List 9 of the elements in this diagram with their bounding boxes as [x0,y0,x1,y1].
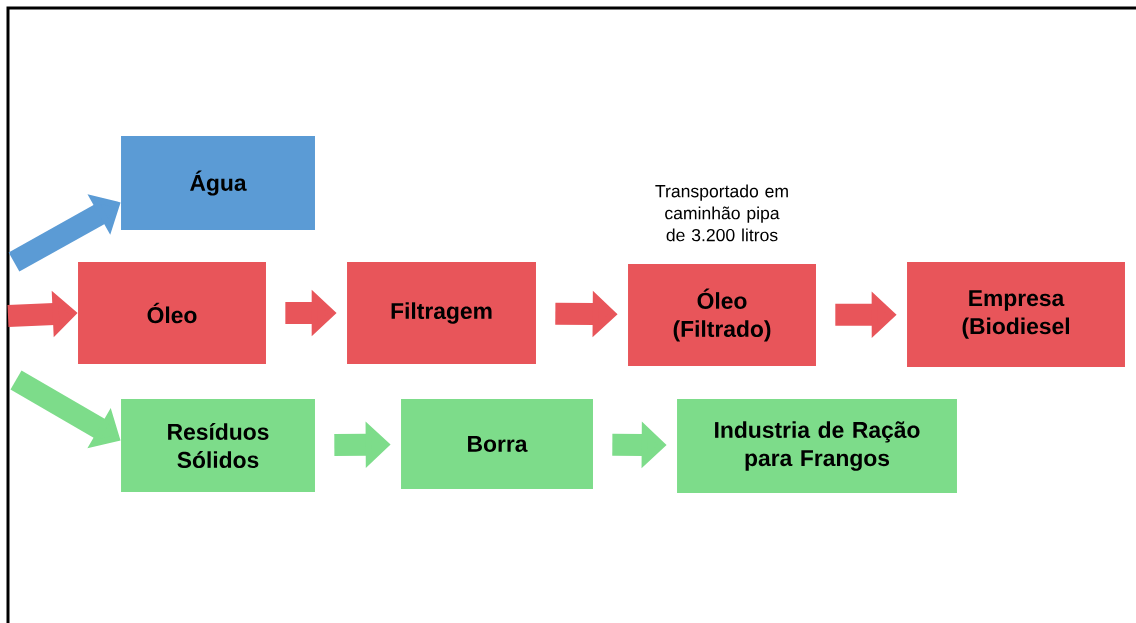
process-box: Filtragem [347,262,536,364]
process-box: Óleo [78,262,266,364]
process-box: Industria de Ração para Frangos [677,399,957,493]
process-box: Resíduos Sólidos [121,399,315,492]
note-text: Transportado em caminhão pipa de 3.200 litros [655,184,788,242]
process-box: Borra [401,399,593,489]
process-box: Empresa (Biodiesel [907,262,1125,367]
process-box: Óleo (Filtrado) [628,264,816,366]
process-box: Água [121,136,315,230]
